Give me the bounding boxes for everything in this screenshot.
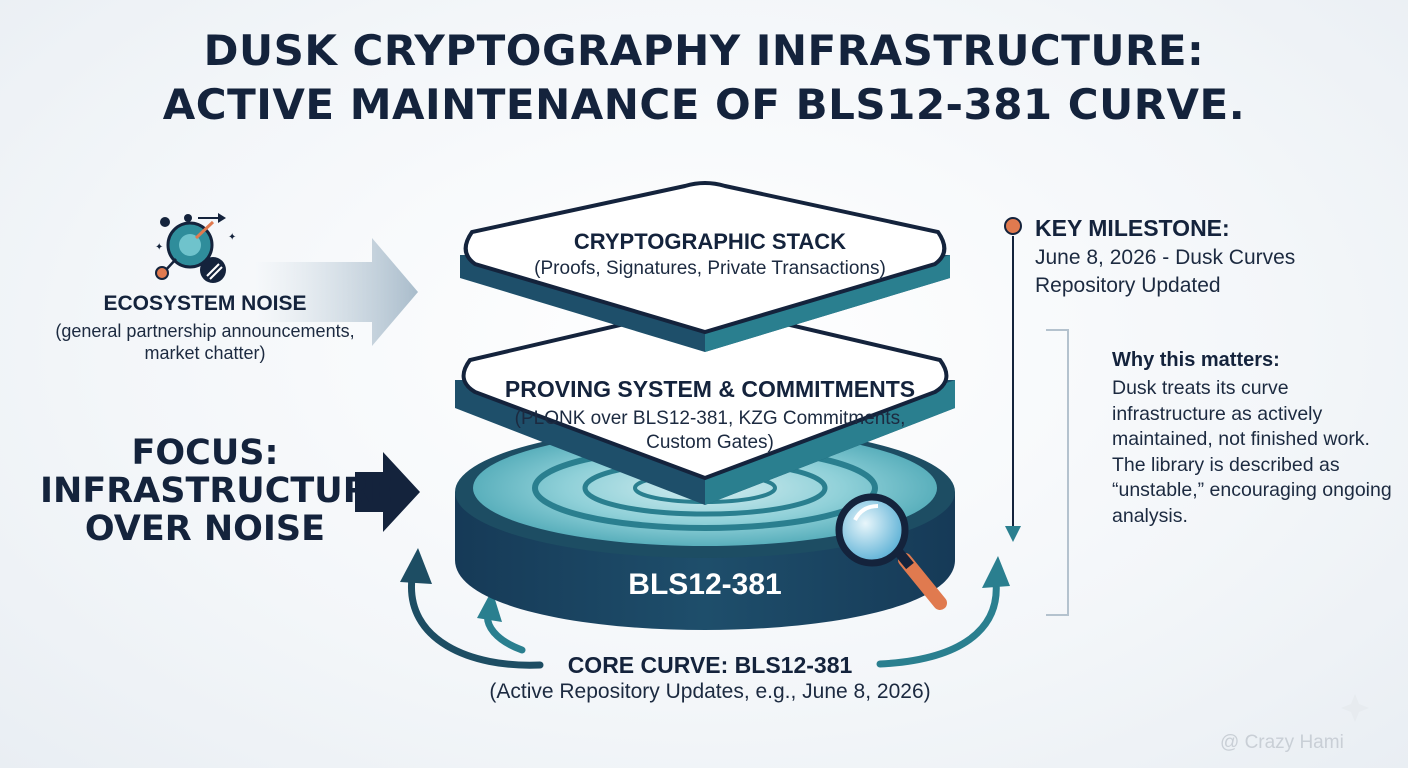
page-title-line1: DUSK CRYPTOGRAPHY INFRASTRUCTURE: [203,26,1205,75]
watermark: @ Crazy Hami [1220,732,1344,753]
layer1-title: CRYPTOGRAPHIC STACK [573,229,847,254]
core-curve-subtitle: (Active Repository Updates, e.g., June 8… [489,680,931,703]
why-text: Dusk treats its curve infrastructure as … [1112,377,1392,527]
magnifying-glass-icon [835,493,947,610]
why-title: Why this matters: [1112,349,1280,371]
page-title-line2: ACTIVE MAINTENANCE OF BLS12-381 CURVE. [162,80,1246,129]
watermark-sparkle-icon [1341,694,1369,722]
base-label: BLS12-381 [628,568,782,601]
focus-heading: FOCUS: INFRASTRUCTURE OVER NOISE [40,433,394,549]
ecosystem-noise-subtitle: (general partnership announcements, mark… [55,321,355,363]
network-nodes-icon: ✦ ✦ [155,213,236,283]
layer-cryptographic-stack [460,181,950,352]
svg-text:✦: ✦ [155,242,163,253]
layer2-subtitle-line1: (PLONK over BLS12-381, KZG Commitments, [514,408,906,429]
focus-arrow-icon [355,452,420,532]
focus-line1: FOCUS: [131,433,279,473]
milestone-timeline [1004,217,1069,616]
cycle-arrows [400,548,1010,669]
core-curve-title: CORE CURVE: BLS12-381 [567,652,853,678]
svg-text:✦: ✦ [228,232,236,243]
focus-line3: OVER NOISE [84,509,326,549]
milestone-text: June 8, 2026 - Dusk Curves Repository Up… [1035,246,1296,297]
page-title: DUSK CRYPTOGRAPHY INFRASTRUCTURE: ACTIVE… [0,24,1408,132]
layer1-subtitle: (Proofs, Signatures, Private Transaction… [534,258,886,279]
layer2-subtitle-line2: Custom Gates) [646,432,774,453]
noise-arrow [255,238,418,346]
layer2-title: PROVING SYSTEM & COMMITMENTS [504,376,916,402]
ecosystem-noise-title: ECOSYSTEM NOISE [103,292,307,315]
milestone-title: KEY MILESTONE: [1035,215,1230,241]
layer2-subtitle: (PLONK over BLS12-381, KZG Commitments, … [440,407,980,455]
focus-line2: INFRASTRUCTURE [40,471,394,511]
